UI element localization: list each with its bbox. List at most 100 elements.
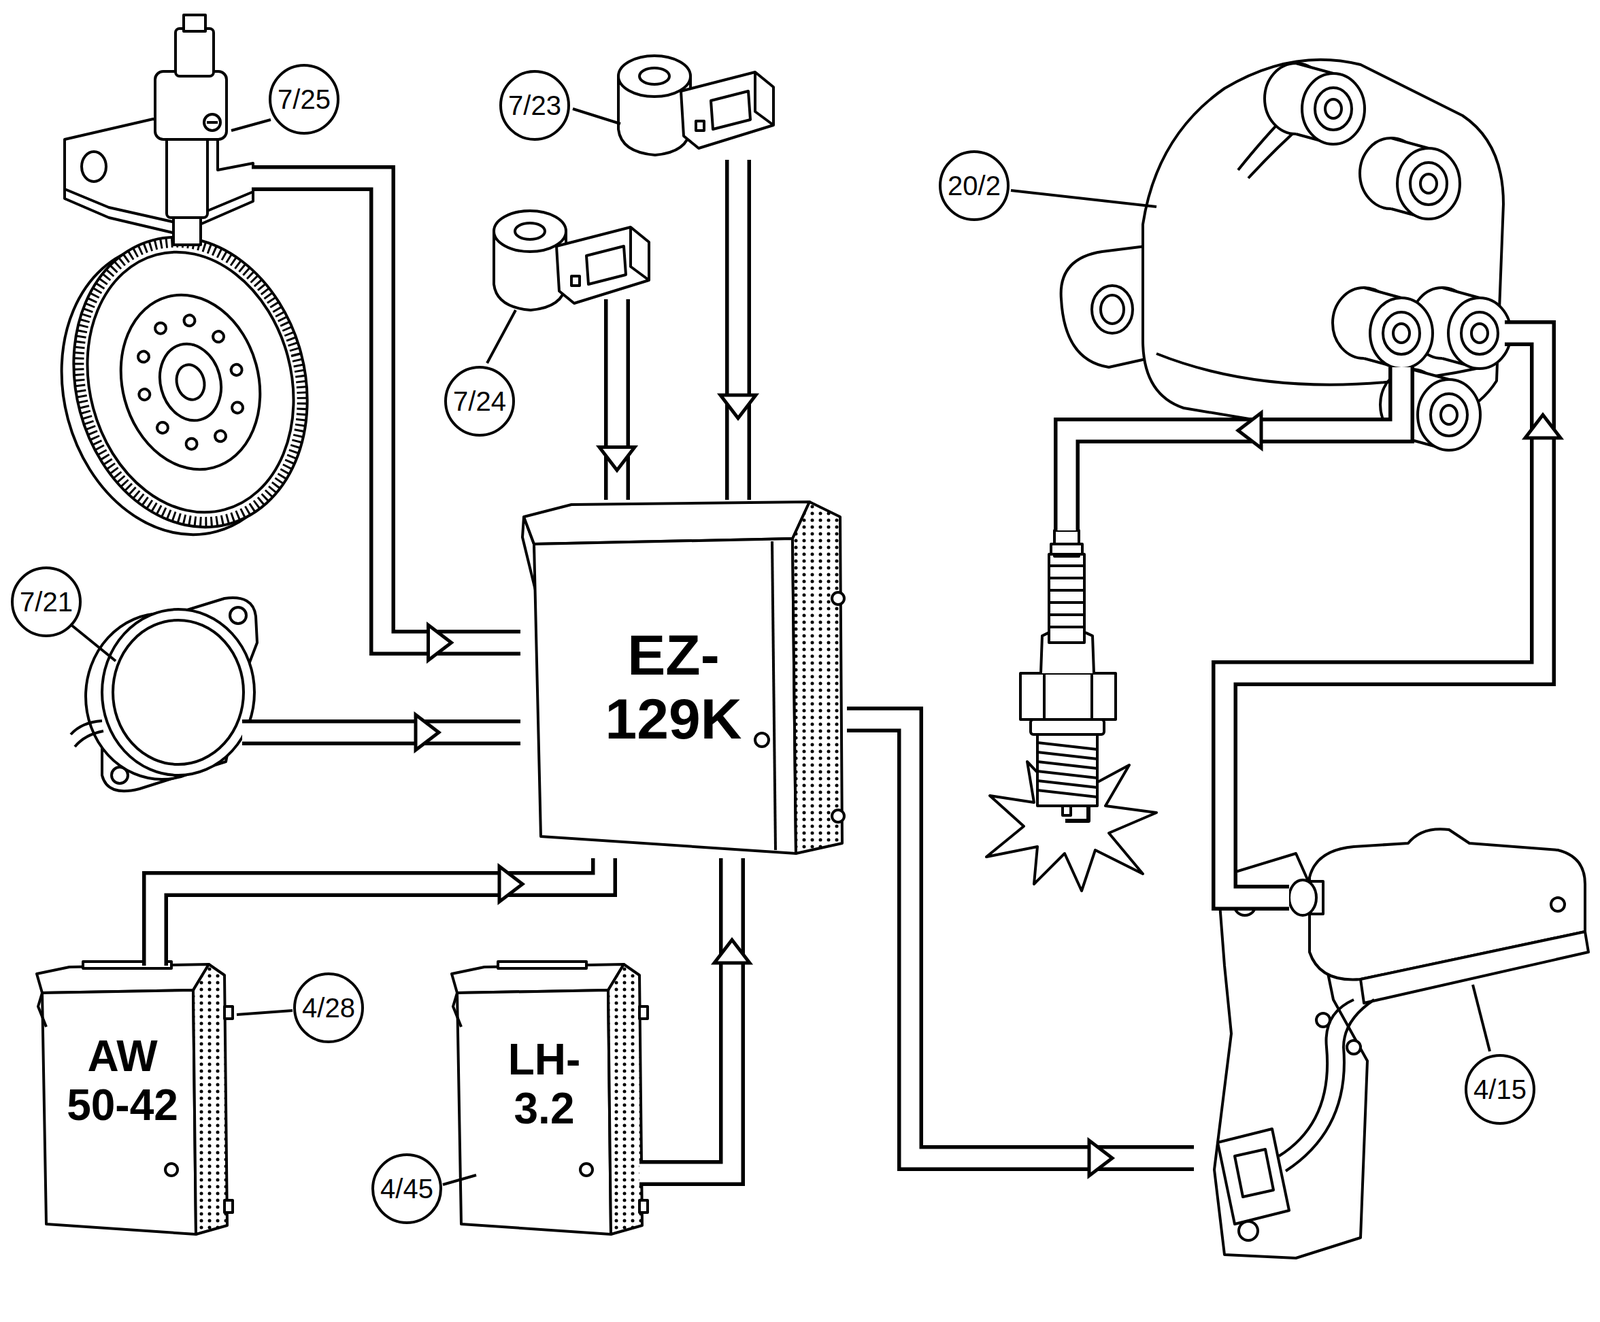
leader-line [1010, 190, 1157, 207]
control-unit-housing [522, 502, 845, 854]
signal-band [273, 719, 521, 746]
text-slot: 4/15 [1464, 1054, 1536, 1126]
crank-position-sensor [155, 71, 227, 140]
signal-band [639, 1160, 655, 1187]
arrow-head [499, 866, 523, 903]
signal-band [242, 723, 274, 743]
injection-control-unit: LH- 3.2 4/45 [368, 944, 655, 1239]
crank-position-sensor [64, 189, 254, 235]
flywheel [42, 210, 339, 554]
signal-arrow [846, 719, 1194, 1177]
flywheel [230, 401, 245, 415]
flywheel [172, 361, 209, 404]
callout-number: 4/28 [293, 972, 364, 1044]
flywheel [229, 363, 244, 377]
flywheel [138, 387, 152, 402]
text-slot: AW 50-42 [54, 1032, 191, 1130]
flywheel [59, 228, 322, 536]
distributor-cap [1061, 59, 1511, 451]
spark-plug [1037, 742, 1098, 798]
leader-line [487, 310, 516, 364]
signal-band [251, 165, 344, 192]
ignition-coil [1551, 897, 1565, 912]
text-slot: 4/45 [371, 1153, 443, 1225]
signal-band [1238, 412, 1262, 449]
callout-number: 7/23 [499, 70, 571, 141]
signal-band [604, 299, 630, 441]
signal-band [1504, 324, 1518, 343]
signal-band [725, 159, 752, 500]
spark-plug [1030, 719, 1105, 735]
signal-band [155, 858, 605, 945]
crank-sensor: 7/25 [40, 10, 344, 538]
text-slot: 20/2 [938, 150, 1010, 222]
signal-arrow [1224, 333, 1561, 827]
callout-number: 4/45 [371, 1153, 443, 1225]
signal-band [1224, 333, 1543, 827]
crank-position-sensor [183, 14, 206, 32]
flywheel [29, 210, 341, 562]
flywheel [153, 321, 168, 336]
flywheel [213, 429, 228, 444]
signal-band [343, 178, 521, 643]
knock-sensor [618, 55, 774, 156]
signal-band [1224, 333, 1543, 827]
signal-band [639, 1164, 655, 1183]
callout-number: 4/15 [1464, 1054, 1536, 1126]
text-slot: EZ- 129K [585, 623, 762, 752]
spark-plug [986, 530, 1157, 892]
leader-line [231, 119, 271, 131]
knock-sensor: 7/24 [443, 204, 655, 441]
arrow-head [428, 625, 452, 661]
ignition-control-unit: EZ- 129K [520, 500, 847, 859]
unit-label: LH- 3.2 [476, 1036, 613, 1134]
knock-sensor [493, 210, 649, 311]
signal-band [846, 719, 1194, 1159]
signal-band [1224, 826, 1290, 898]
pressure-sensor [102, 609, 255, 776]
control-unit-housing [831, 592, 845, 605]
ignition-coil [1285, 1000, 1375, 1172]
arrow-head [1089, 1140, 1113, 1177]
spark-plug [1062, 806, 1071, 816]
signal-band [142, 944, 169, 966]
crank-position-sensor [204, 114, 221, 131]
spark-plug [1051, 544, 1083, 555]
spark-plug [1048, 554, 1085, 643]
callout-number: 7/24 [444, 365, 515, 437]
pressure-sensor [74, 731, 104, 747]
signal-band [1066, 367, 1402, 531]
unit-label: EZ- 129K [585, 623, 762, 752]
callout-number: 20/2 [938, 150, 1010, 222]
callout-number: 7/25 [268, 63, 340, 135]
flywheel [155, 421, 170, 435]
signal-band [608, 299, 627, 441]
spark-plug [1020, 673, 1116, 720]
spark-plug [1044, 673, 1092, 720]
text-slot: 4/28 [293, 972, 364, 1044]
leader-line [236, 1010, 293, 1015]
crank-position-sensor [175, 28, 214, 77]
arrow-head [720, 395, 756, 419]
flywheel [185, 437, 199, 452]
ignition-coil [1217, 1129, 1290, 1225]
control-unit-housing [451, 961, 648, 1235]
transmission-control-unit: AW 50-42 4/28 [30, 944, 369, 1239]
signal-band [654, 858, 732, 1174]
flywheel [102, 279, 279, 486]
signal-band [242, 719, 274, 746]
signal-band [1224, 826, 1290, 898]
signal-band [343, 178, 521, 643]
crank-position-sensor [206, 121, 218, 124]
signal-band [1504, 320, 1518, 347]
signal-band [146, 944, 165, 966]
text-slot: 7/23 [499, 70, 571, 141]
flywheel [211, 329, 226, 344]
signal-arrow [273, 714, 521, 751]
signal-arrow [343, 178, 521, 661]
arrow-head [599, 447, 635, 471]
spark-plug [1037, 734, 1098, 807]
